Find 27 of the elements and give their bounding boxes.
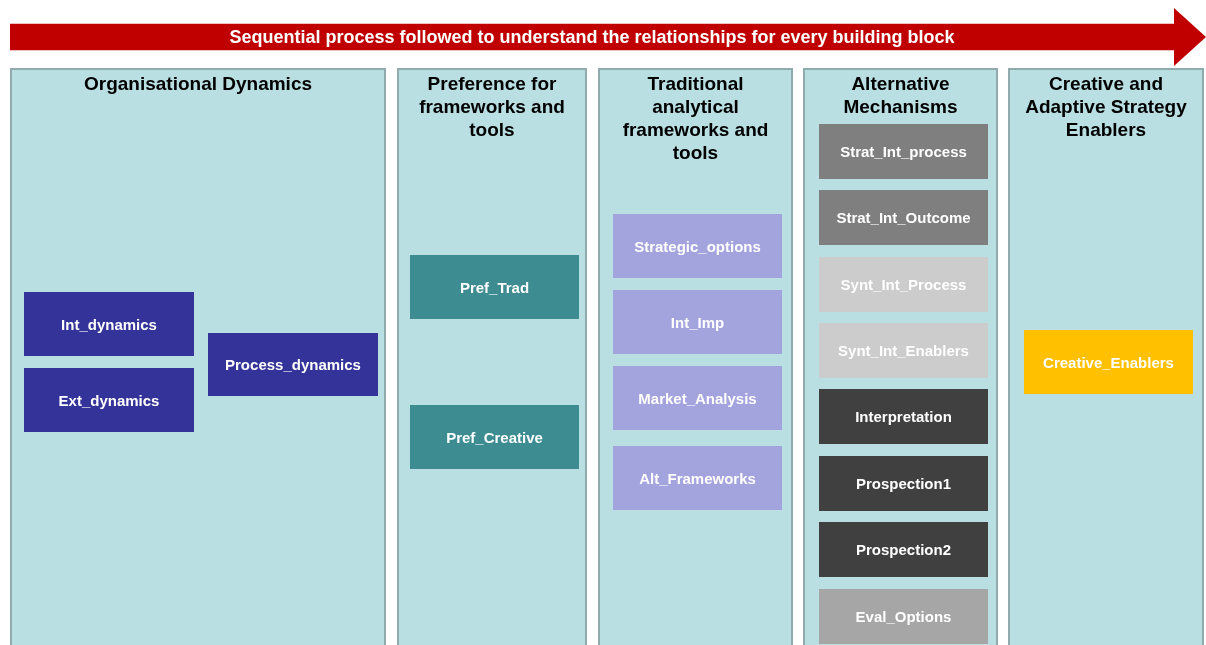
column-panel (803, 68, 998, 645)
column-panel (598, 68, 793, 645)
block-box: Strategic_options (613, 214, 782, 278)
column-panel (1008, 68, 1204, 645)
block-box: Creative_Enablers (1024, 330, 1193, 394)
column-heading: Creative and Adaptive Strategy Enablers (1024, 72, 1188, 141)
block-box: Int_dynamics (24, 292, 194, 356)
block-box: Pref_Trad (410, 255, 579, 319)
block-box: Market_Analysis (613, 366, 782, 430)
block-box: Prospection1 (819, 456, 988, 511)
block-box: Interpretation (819, 389, 988, 444)
column-heading: Preference for frameworks and tools (418, 72, 566, 141)
column-heading: Organisational Dynamics (82, 72, 314, 95)
block-box: Pref_Creative (410, 405, 579, 469)
column-heading: Alternative Mechanisms (842, 72, 959, 118)
block-box: Process_dynamics (208, 333, 378, 396)
block-box: Strat_Int_Outcome (819, 190, 988, 245)
block-box: Strat_Int_process (819, 124, 988, 179)
column-heading: Traditional analytical frameworks and tools (621, 72, 770, 164)
block-box: Eval_Options (819, 589, 988, 644)
block-box: Ext_dynamics (24, 368, 194, 432)
block-box: Alt_Frameworks (613, 446, 782, 510)
block-box: Prospection2 (819, 522, 988, 577)
column-panel (397, 68, 587, 645)
banner-text: Sequential process followed to understand the relationships for every building block (229, 26, 955, 48)
column-panel (10, 68, 386, 645)
block-box: Int_Imp (613, 290, 782, 354)
